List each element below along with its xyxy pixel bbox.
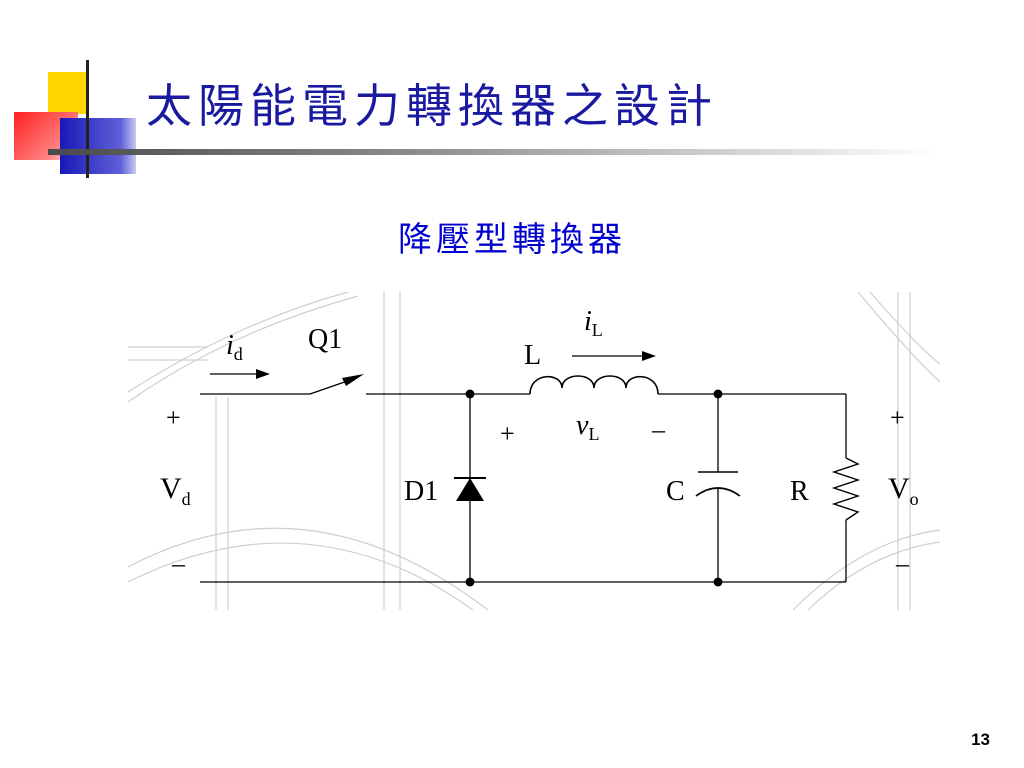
inductor-voltage-minus: – xyxy=(651,415,666,444)
capacitor-symbol xyxy=(695,471,741,497)
inductor-current-label: iL xyxy=(584,306,603,340)
output-voltage-label: Vo xyxy=(888,472,919,509)
capacitor-label: C xyxy=(666,476,685,507)
node-dots xyxy=(465,389,723,587)
buck-converter-diagram: id Q1 iL L vL + – D1 C R + Vd – + Vo – xyxy=(128,292,941,611)
title-rule xyxy=(48,149,938,155)
inductor-voltage-label: vL xyxy=(576,410,599,444)
resistor-label: R xyxy=(790,476,809,507)
diode-symbol xyxy=(454,477,486,501)
inductor-coil xyxy=(529,375,659,395)
switch-arrowhead xyxy=(342,374,364,386)
inductor-voltage-plus: + xyxy=(500,419,515,448)
inductor-label: L xyxy=(524,340,541,371)
input-current-arrow xyxy=(210,369,270,379)
output-voltage-minus: – xyxy=(895,549,910,578)
decor-yellow-square xyxy=(48,72,88,114)
decor-blue-square xyxy=(60,118,136,174)
input-voltage-minus: – xyxy=(171,549,186,578)
decor-vertical-line xyxy=(86,60,89,178)
input-current-label: id xyxy=(226,330,243,364)
background-artifacts xyxy=(128,292,941,611)
switch-label: Q1 xyxy=(308,324,342,355)
circuit-wires xyxy=(200,377,847,583)
resistor-symbol xyxy=(831,457,861,521)
input-voltage-label: Vd xyxy=(160,472,191,509)
slide-number: 13 xyxy=(971,730,990,749)
diode-label: D1 xyxy=(404,476,438,507)
slide-title: 太陽能電力轉換器之設計 xyxy=(146,79,718,133)
input-voltage-plus: + xyxy=(166,403,181,432)
slide-subtitle: 降壓型轉換器 xyxy=(398,220,626,260)
output-voltage-plus: + xyxy=(890,403,905,432)
inductor-current-arrow xyxy=(572,351,656,361)
